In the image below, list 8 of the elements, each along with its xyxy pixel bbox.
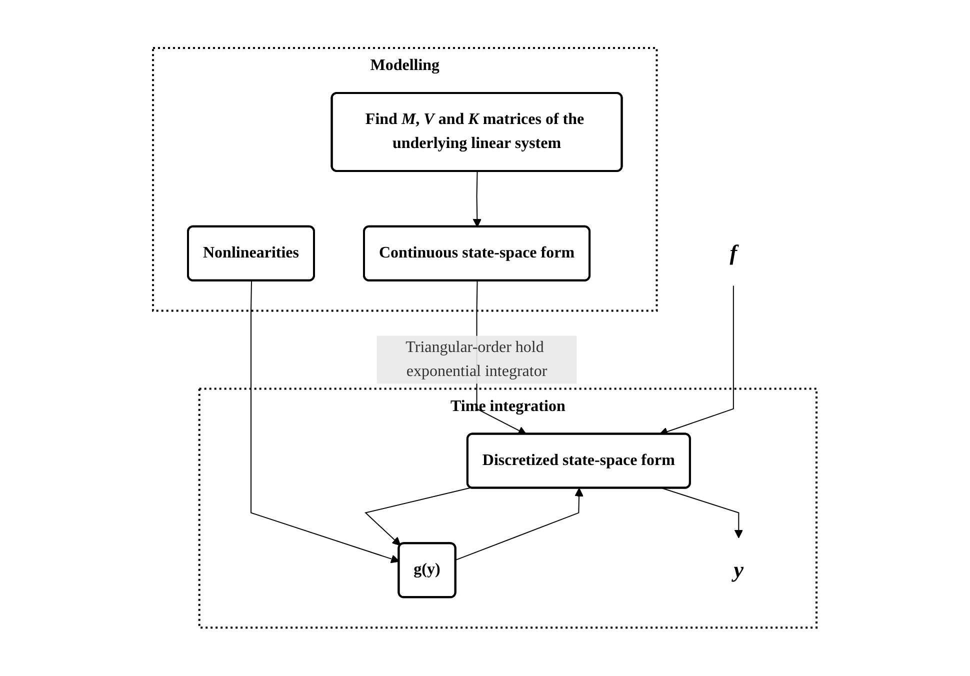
node-text: f <box>730 240 738 266</box>
edge-label: Triangular-order hold exponential integrator <box>406 338 548 380</box>
arrow <box>250 280 400 564</box>
arrow <box>364 487 472 546</box>
arrow <box>662 488 744 538</box>
node-text: y <box>734 556 744 582</box>
arrow <box>456 488 584 561</box>
arrow <box>472 171 482 228</box>
